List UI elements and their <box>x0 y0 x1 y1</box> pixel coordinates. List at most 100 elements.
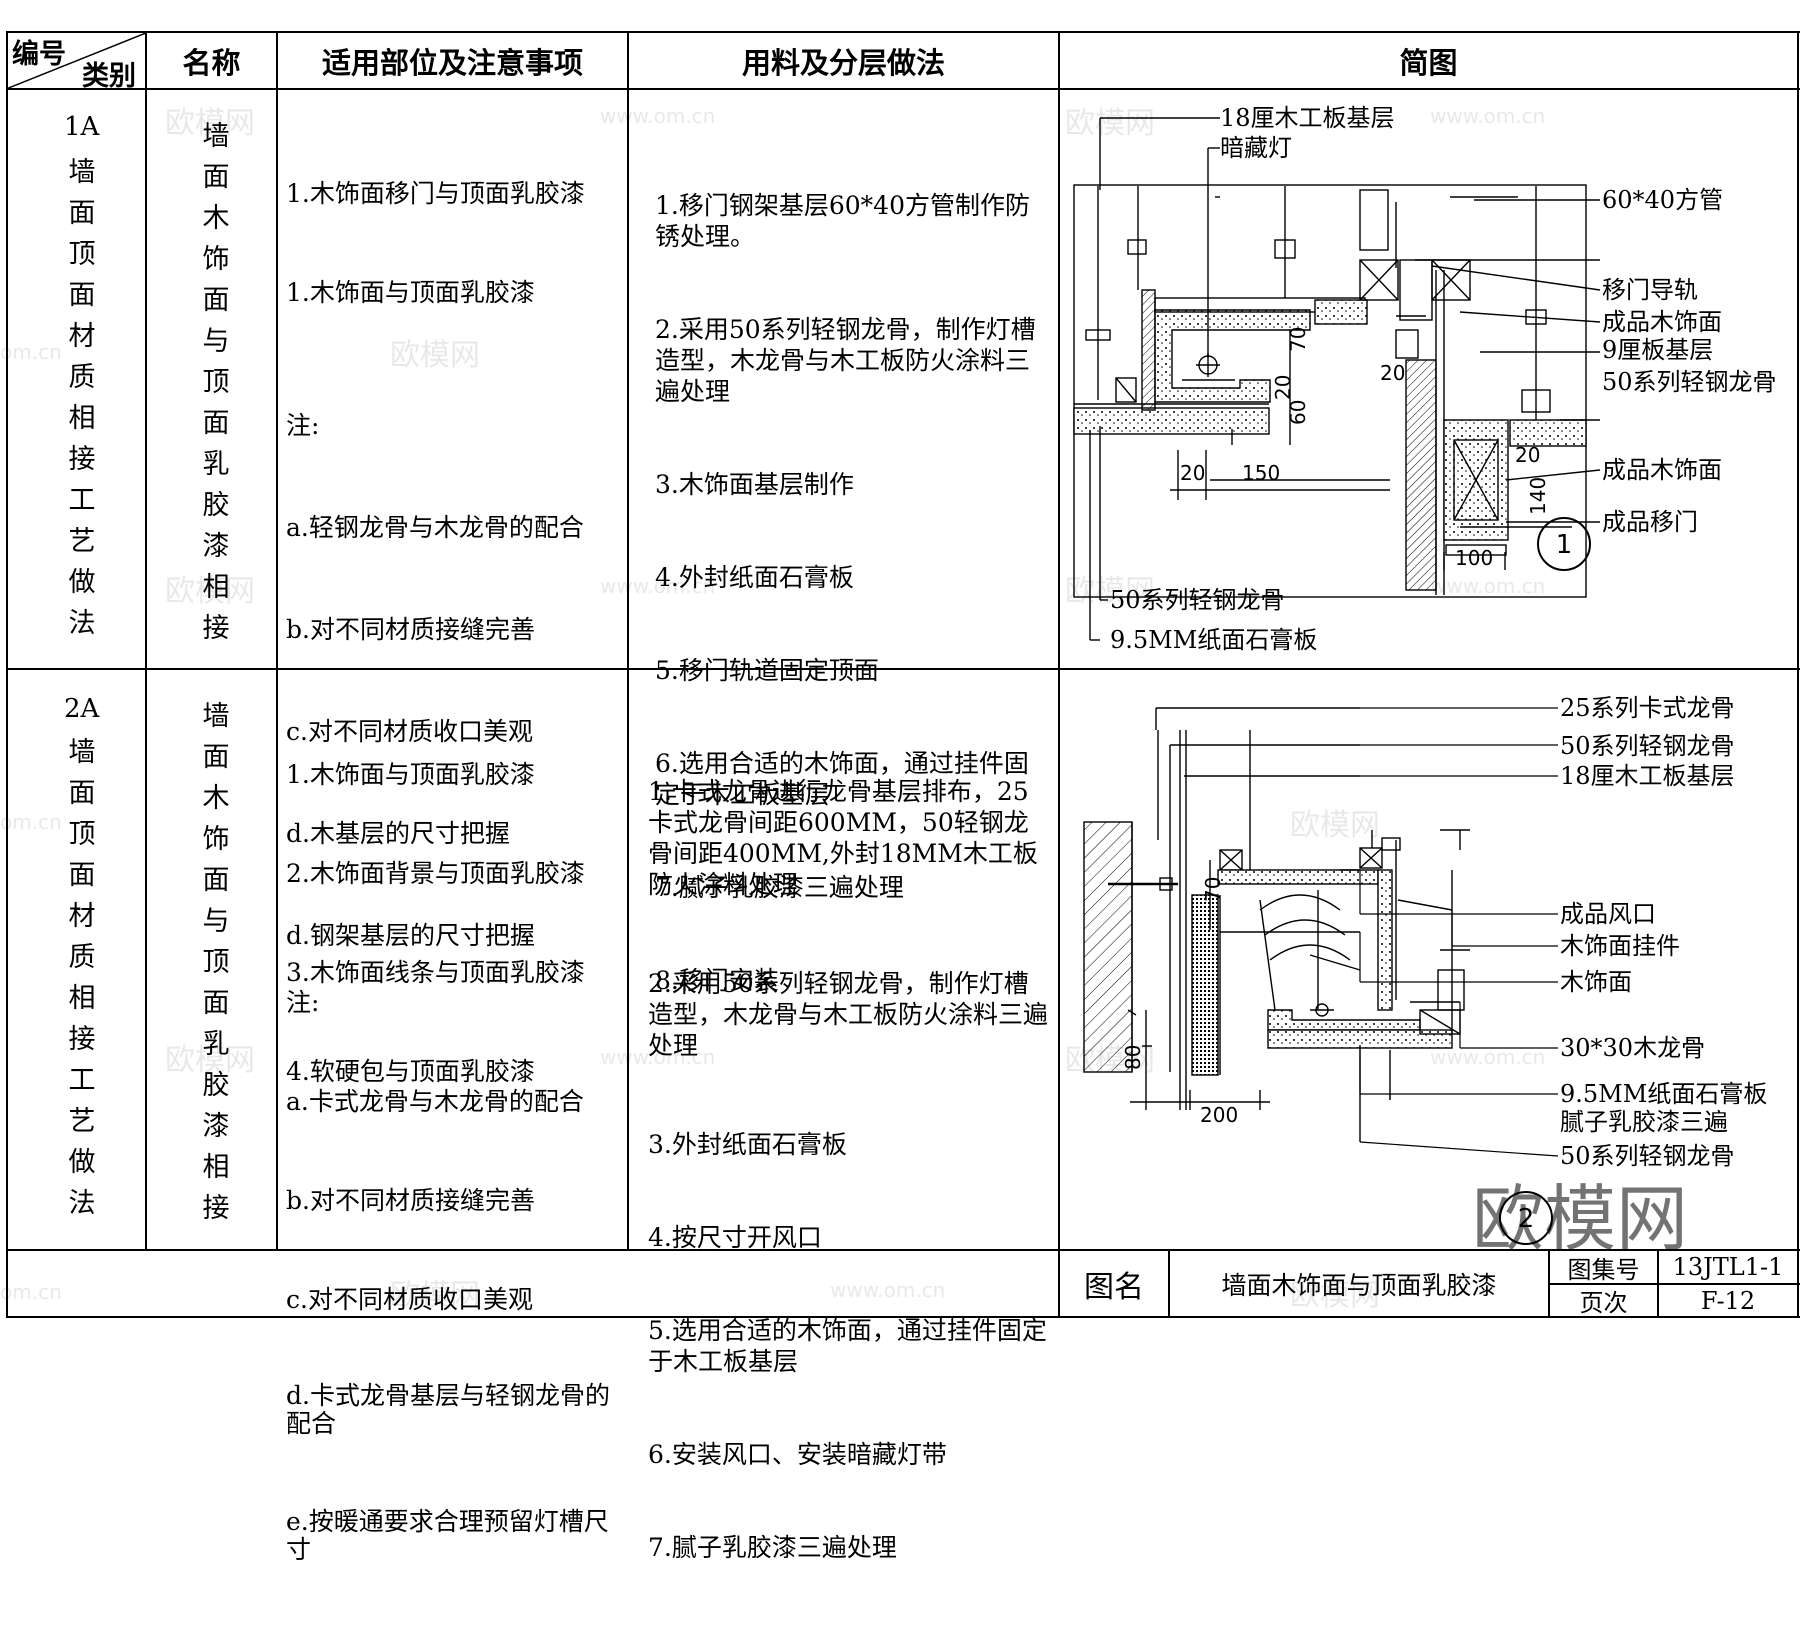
watermark-brand: 欧模网 <box>1065 574 1155 609</box>
col-divider-3 <box>627 31 629 1251</box>
d1-label: 50系列轻钢龙骨 <box>1110 586 1285 614</box>
row2-material-step: 2.采用50系列轻钢龙骨，制作灯槽造型，木龙骨与木工板防火涂料三遍处理 <box>648 969 1049 1060</box>
row-divider <box>6 668 1800 670</box>
row1-material-step: 6.选用合适的木饰面，通过挂件固定于木工板基层 <box>655 749 1029 809</box>
d2-label: 9.5MM纸面石膏板 <box>1560 1080 1767 1108</box>
d1-dim: 20 <box>1380 361 1405 385</box>
d2-dim: 70 <box>1201 877 1225 902</box>
d2-label: 50系列轻钢龙骨 <box>1560 732 1735 760</box>
row2-note: a.卡式龙骨与木龙骨的配合 <box>286 1087 584 1116</box>
d1-dim: 70 <box>1286 327 1310 352</box>
d2-label: 18厘木工板基层 <box>1560 762 1735 790</box>
watermark-url: om.cn <box>0 1280 62 1304</box>
d1-dim: 150 <box>1242 461 1280 485</box>
detail-number-circle-1 <box>1537 517 1591 571</box>
detail-number-1: 1 <box>1556 530 1573 560</box>
header-number: 编号 <box>12 39 66 70</box>
row2-scope-item: 4.软硬包与顶面乳胶漆 <box>286 1057 535 1086</box>
row2-note: b.对不同材质接缝完善 <box>286 1186 535 1215</box>
right-border <box>1797 31 1799 1318</box>
footer-divider-3 <box>1657 1249 1659 1318</box>
d1-label: 60*40方管 <box>1602 186 1723 214</box>
detail-drawing-1: 1 18厘木工板基层 暗藏灯 60*40方管 移门导轨 成品木饰面 9厘板基层 … <box>1073 104 1777 654</box>
d1-label: 9.5MM纸面石膏板 <box>1110 626 1317 654</box>
d2-label: 木饰面 <box>1560 968 1632 996</box>
watermark-url: www.om.cn <box>1430 574 1546 598</box>
d1-label: 成品木饰面 <box>1602 456 1722 484</box>
row1-note: c.对不同材质收口美观 <box>286 717 533 746</box>
d1-label: 50系列轻钢龙骨 <box>1602 368 1777 396</box>
header-materials: 用料及分层做法 <box>741 45 945 80</box>
footer-page-label: 页次 <box>1579 1289 1628 1317</box>
footer-drawing-name: 墙面木饰面与顶面乳胶漆 <box>1221 1270 1497 1300</box>
drawing1-frame <box>1073 184 1587 598</box>
row1-name: 墙面木饰面与顶面乳胶漆相接 <box>202 121 230 644</box>
watermark-brand: 欧模网 <box>1290 1278 1380 1313</box>
row2-material-step: 6.安装风口、安装暗藏灯带 <box>648 1440 947 1469</box>
d1-label: 9厘板基层 <box>1602 336 1713 364</box>
d1-dim: 60 <box>1286 400 1310 425</box>
row2-note: d.卡式龙骨基层与轻钢龙骨的配合 <box>286 1381 610 1438</box>
footer-atlas-no: 13JTL1-1 <box>1672 1253 1784 1281</box>
watermark-brand: 欧模网 <box>1065 106 1155 141</box>
row1-code: 1A <box>64 112 100 142</box>
d1-dim: 20 <box>1515 443 1540 467</box>
detail-number-2: 2 <box>1518 1204 1535 1234</box>
d1-label: 暗藏灯 <box>1220 134 1292 162</box>
d2-label: 腻子乳胶漆三遍 <box>1560 1108 1728 1136</box>
header-bottom-line <box>6 88 1800 90</box>
row1-note: a.轻钢龙骨与木龙骨的配合 <box>286 513 584 542</box>
row1-material-step: 5.移门轨道固定顶面 <box>655 656 879 685</box>
row1-material-step: 7.腻子乳胶漆三遍处理 <box>655 873 904 902</box>
watermark-url: om.cn <box>0 810 62 834</box>
footer-top-line <box>6 1249 1800 1251</box>
row1-material-step: 3.木饰面基层制作 <box>655 470 854 499</box>
col-divider-4 <box>1058 31 1060 1318</box>
footer-divider-1 <box>1168 1249 1170 1318</box>
row2-material-step: 4.按尺寸开风口 <box>648 1223 822 1252</box>
col-divider-1 <box>145 31 147 1251</box>
row2-material-step: 3.外封纸面石膏板 <box>648 1130 847 1159</box>
watermark-url: www.om.cn <box>600 1045 716 1069</box>
watermark-brand: 欧模网 <box>165 574 255 609</box>
left-border <box>6 31 8 1318</box>
row1-material-step: 8.移门安装 <box>655 966 779 995</box>
row1-notes: 注: a.轻钢龙骨与木龙骨的配合 b.对不同材质接缝完善 c.对不同材质收口美观… <box>286 341 626 1021</box>
row1-scope-item: 1.木饰面移门与顶面乳胶漆 <box>286 179 585 208</box>
row2-note: c.对不同材质收口美观 <box>286 1285 533 1314</box>
detail-number-circle-2 <box>1499 1191 1553 1245</box>
d1-label: 成品移门 <box>1602 508 1698 536</box>
watermark-url: om.cn <box>0 340 62 364</box>
row1-materials: 1.移门钢架基层60*40方管制作防锈处理。 2.采用50系列轻钢龙骨，制作灯槽… <box>655 128 1053 1058</box>
row2-category: 墙面顶面材质相接工艺做法 <box>68 737 96 1219</box>
drawing2-wall <box>1083 821 1133 1073</box>
header-diagonal <box>6 32 146 89</box>
row2-material-step: 5.选用合适的木饰面，通过挂件固定于木工板基层 <box>648 1316 1047 1376</box>
header-scope: 适用部位及注意事项 <box>321 45 583 80</box>
row2-material-step: 1.卡式龙骨进行龙骨基层排布，25卡式龙骨间距600MM，50轻钢龙骨间距400… <box>648 777 1038 899</box>
row2-note-label: 注: <box>286 988 320 1017</box>
footer-atlas-label: 图集号 <box>1567 1255 1640 1284</box>
row1-material-step: 2.采用50系列轻钢龙骨，制作灯槽造型，木龙骨与木工板防火涂料三遍处理 <box>655 315 1036 406</box>
row2-scope: 1.木饰面与顶面乳胶漆 2.木饰面背景与顶面乳胶漆 3.木饰面线条与顶面乳胶漆 … <box>286 692 626 1154</box>
row1-note: d.钢架基层的尺寸把握 <box>286 921 535 950</box>
d2-label: 25系列卡式龙骨 <box>1560 694 1735 722</box>
watermark-brand: 欧模网 <box>1290 808 1380 843</box>
footer-mid-line <box>1548 1283 1800 1285</box>
footer-page-no: F-12 <box>1700 1286 1756 1315</box>
d2-dim: 80 <box>1121 1045 1145 1070</box>
footer-divider-2 <box>1548 1249 1550 1318</box>
row2-note: e.按暖通要求合理预留灯槽尺寸 <box>286 1507 609 1564</box>
d1-label: 18厘木工板基层 <box>1220 104 1395 132</box>
row1-category: 墙面顶面材质相接工艺做法 <box>68 157 96 639</box>
bottom-border <box>6 1316 1800 1318</box>
row1-note: d.木基层的尺寸把握 <box>286 819 510 848</box>
row1-note: b.对不同材质接缝完善 <box>286 615 535 644</box>
d2-label: 木饰面挂件 <box>1560 932 1680 960</box>
watermark-url: www.om.cn <box>600 574 716 598</box>
footer-drawing-name-label: 图名 <box>1084 1269 1144 1305</box>
d2-dim: 200 <box>1200 1103 1238 1127</box>
header-name: 名称 <box>182 45 241 80</box>
col-divider-2 <box>276 31 278 1251</box>
row2-material-step: 7.腻子乳胶漆三遍处理 <box>648 1533 897 1562</box>
